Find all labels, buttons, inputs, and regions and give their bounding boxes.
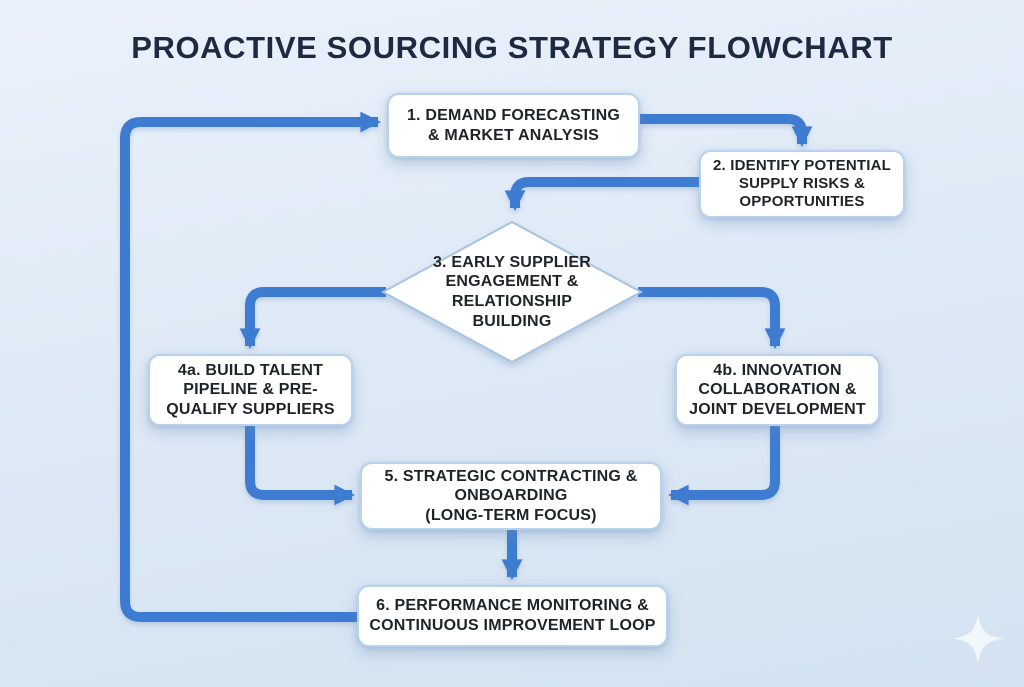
node-supply-risks: 2. IDENTIFY POTENTIAL SUPPLY RISKS & OPP…	[699, 150, 905, 218]
edge-2-to-3	[504, 177, 699, 211]
node-performance-monitoring-label: 6. PERFORMANCE MONITORING & CONTINUOUS I…	[369, 597, 656, 634]
node-demand-forecasting: 1. DEMAND FORECASTING & MARKET ANALYSIS	[387, 93, 640, 158]
edge-4b-to-5	[668, 426, 780, 506]
node-early-supplier-engagement-label: 3. EARLY SUPPLIER ENGAGEMENT & RELATIONS…	[432, 253, 592, 330]
node-demand-forecasting-label: 1. DEMAND FORECASTING & MARKET ANALYSIS	[406, 106, 621, 144]
node-innovation-collaboration-label: 4b. INNOVATION COLLABORATION & JOINT DEV…	[689, 361, 866, 418]
node-build-talent-pipeline: 4a. BUILD TALENT PIPELINE & PRE- QUALIFY…	[148, 354, 353, 426]
node-strategic-contracting: 5. STRATEGIC CONTRACTING & ONBOARDING (L…	[360, 462, 662, 530]
node-strategic-contracting-label: 5. STRATEGIC CONTRACTING & ONBOARDING (L…	[384, 467, 638, 524]
edge-1-to-2	[640, 114, 813, 147]
node-early-supplier-engagement: 3. EARLY SUPPLIER ENGAGEMENT & RELATIONS…	[402, 240, 622, 344]
edge-4a-to-5	[245, 426, 355, 506]
edge-6-to-1	[120, 111, 381, 622]
node-build-talent-pipeline-label: 4a. BUILD TALENT PIPELINE & PRE- QUALIFY…	[166, 361, 335, 418]
node-innovation-collaboration: 4b. INNOVATION COLLABORATION & JOINT DEV…	[675, 354, 880, 426]
edge-3-to-4a	[239, 287, 386, 349]
edge-3-to-4b	[638, 287, 786, 349]
node-supply-risks-label: 2. IDENTIFY POTENTIAL SUPPLY RISKS & OPP…	[712, 156, 892, 211]
flowchart-title: PROACTIVE SOURCING STRATEGY FLOWCHART	[131, 30, 893, 65]
node-performance-monitoring: 6. PERFORMANCE MONITORING & CONTINUOUS I…	[357, 585, 668, 647]
sparkle-icon	[952, 613, 1004, 664]
decision-diamond-shape	[380, 220, 644, 364]
